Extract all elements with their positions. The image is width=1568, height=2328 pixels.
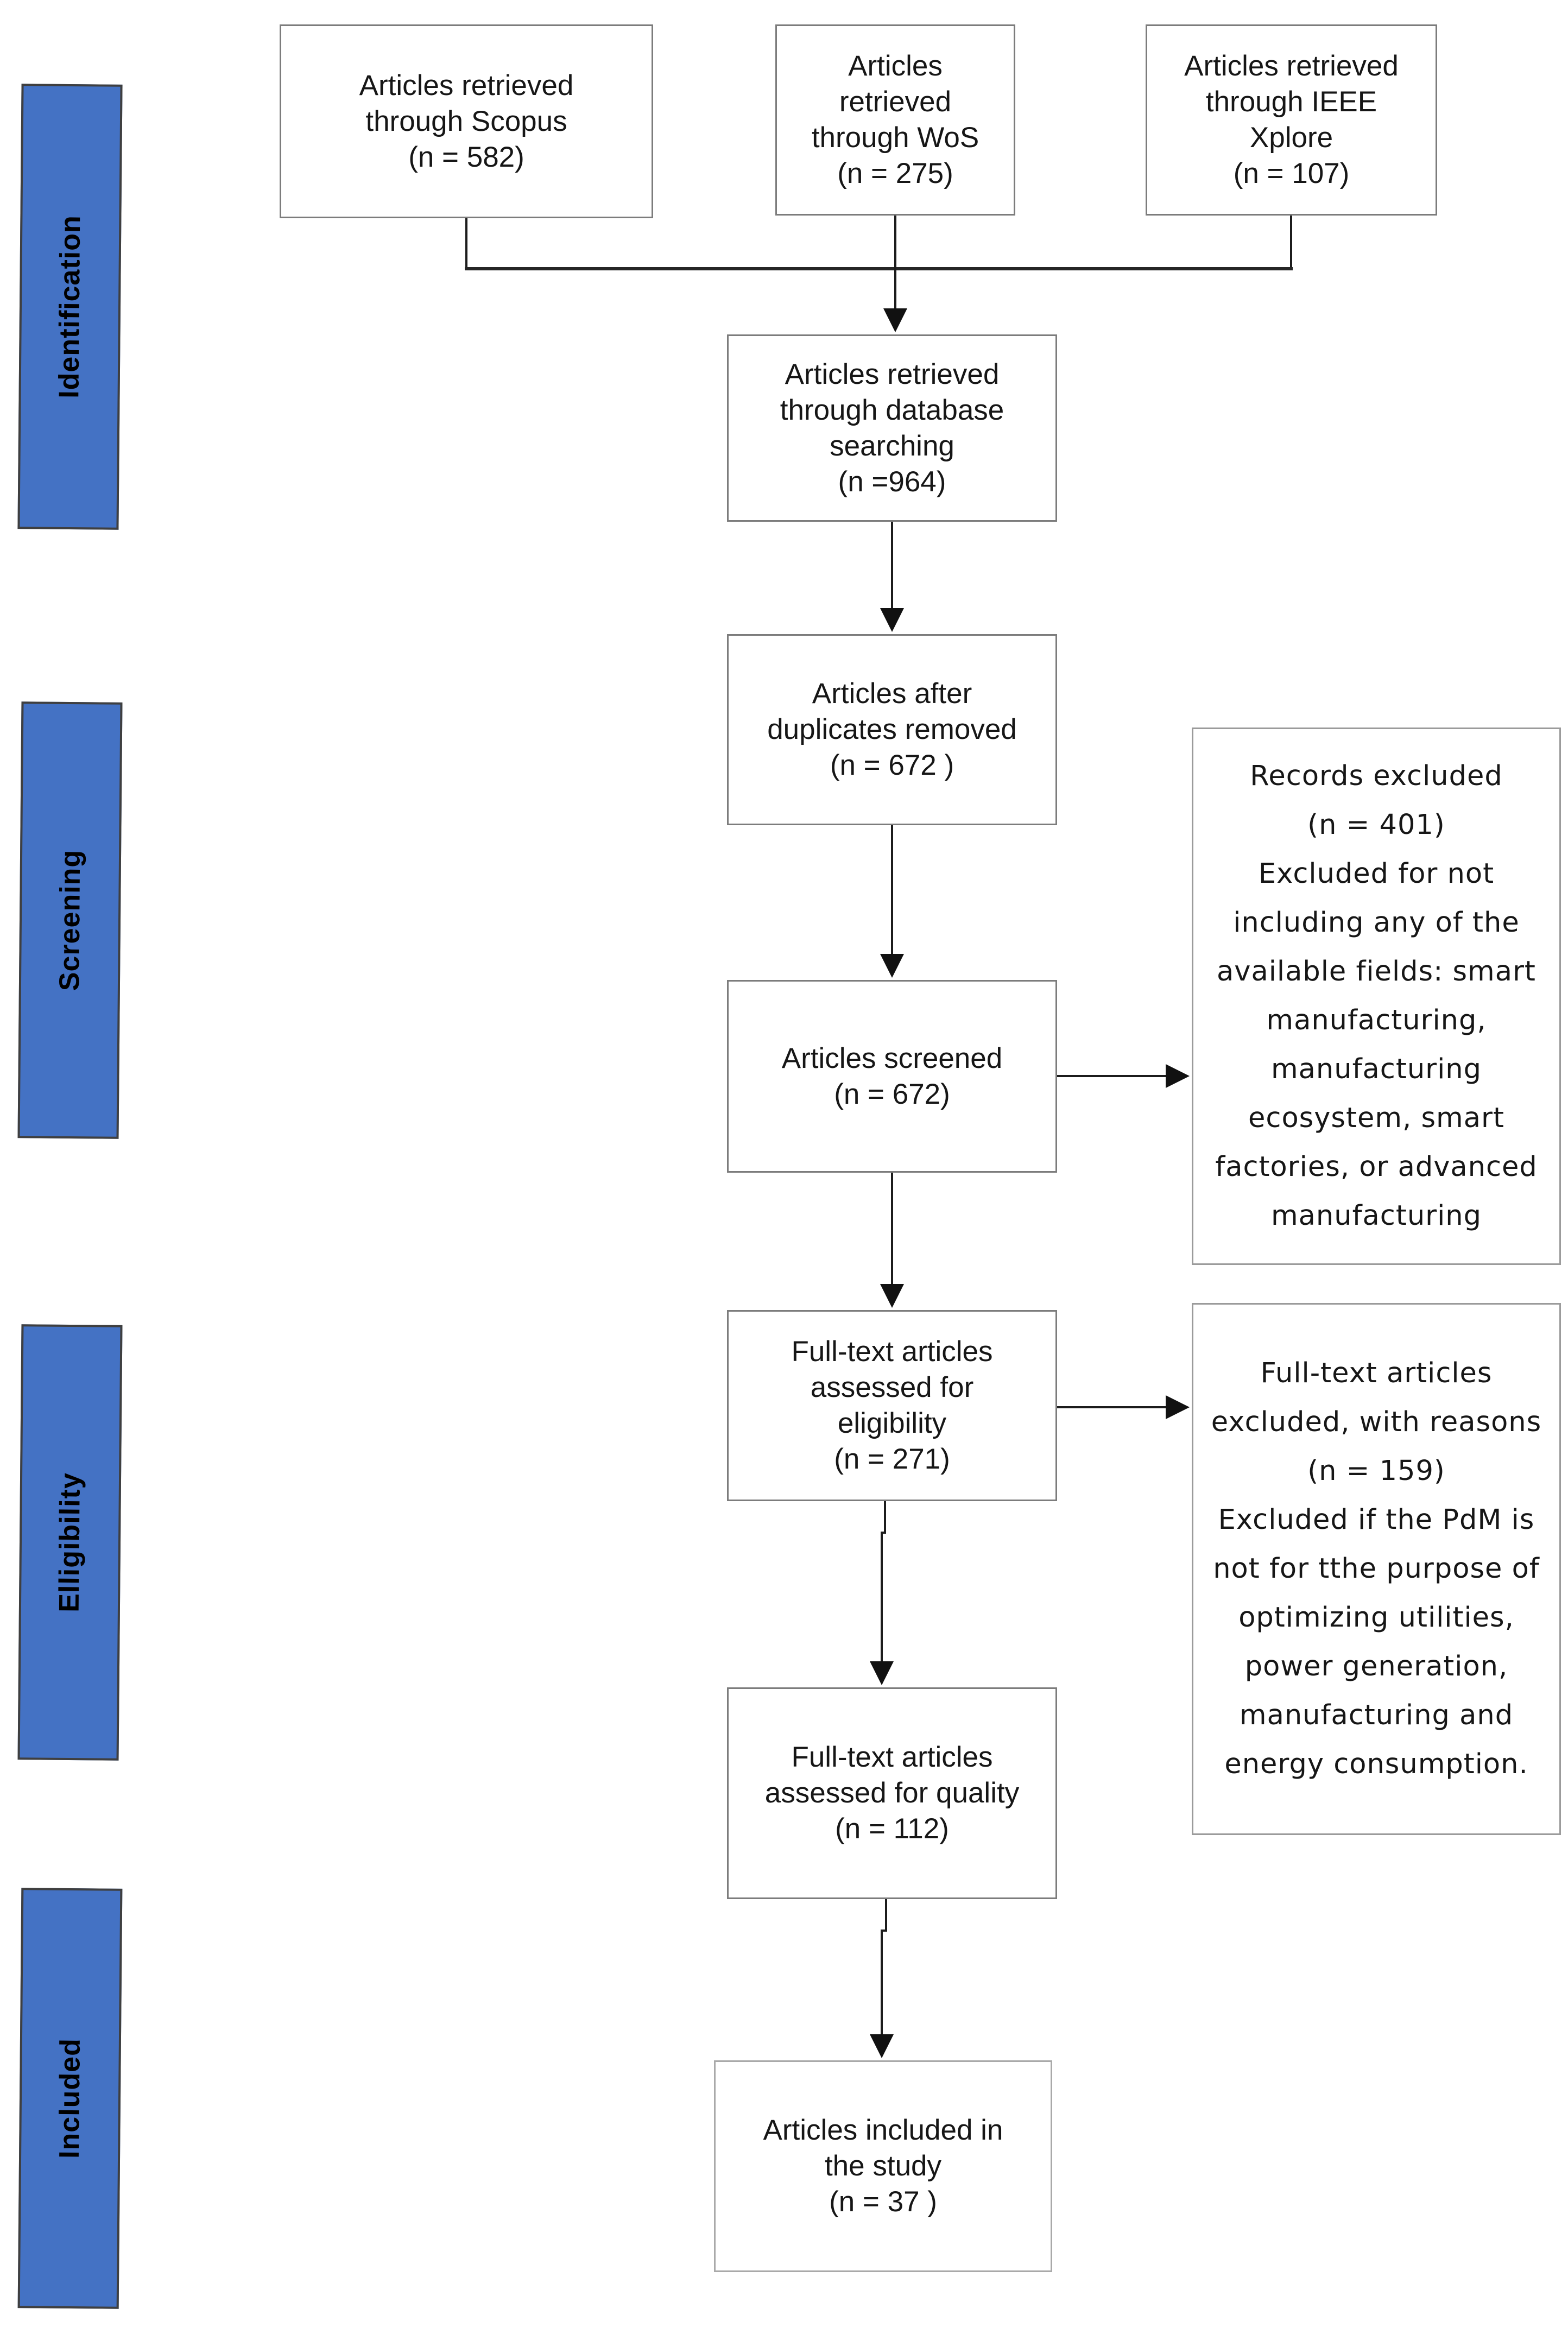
stage-label-identification: Identification <box>53 214 87 399</box>
node-articles-screened: Articles screened (n = 672) <box>727 980 1057 1173</box>
node-wos-label: Articles retrieved through WoS (n = 275) <box>811 50 979 189</box>
stage-bar-identification: Identification <box>17 84 123 530</box>
node-scopus-label: Articles retrieved through Scopus (n = 5… <box>359 69 574 173</box>
node-assessed-eligibility: Full-text articles assessed for eligibil… <box>727 1310 1057 1501</box>
node-wos: Articles retrieved through WoS (n = 275) <box>775 24 1015 216</box>
node-records-excluded-label: Records excluded (n = 401) Excluded for … <box>1215 760 1538 1232</box>
stage-label-elligibility: Elligibility <box>53 1472 87 1613</box>
node-duplicates-removed: Articles after duplicates removed (n = 6… <box>727 634 1057 825</box>
stage-label-included: Included <box>54 2038 86 2159</box>
stage-bar-screening: Screening <box>17 701 123 1139</box>
node-assessed-quality: Full-text articles assessed for quality … <box>727 1687 1057 1899</box>
stage-bar-elligibility: Elligibility <box>17 1324 123 1761</box>
node-database-searching: Articles retrieved through database sear… <box>727 334 1057 522</box>
node-articles-screened-label: Articles screened (n = 672) <box>781 1042 1003 1110</box>
node-fulltext-excluded-label: Full-text articles excluded, with reason… <box>1211 1357 1542 1780</box>
arrowhead-into-database <box>883 308 907 332</box>
node-ieee-xplore: Articles retrieved through IEEE Xplore (… <box>1146 24 1437 216</box>
node-included-study-label: Articles included in the study (n = 37 ) <box>763 2114 1003 2218</box>
node-database-searching-label: Articles retrieved through database sear… <box>780 358 1004 498</box>
node-scopus: Articles retrieved through Scopus (n = 5… <box>280 24 653 218</box>
stage-label-screening: Screening <box>53 849 87 991</box>
node-duplicates-removed-label: Articles after duplicates removed (n = 6… <box>767 678 1017 781</box>
arrowhead-into-eligibility <box>880 1284 904 1308</box>
arrowhead-into-ftexcluded <box>1166 1395 1190 1419</box>
node-ieee-xplore-label: Articles retrieved through IEEE Xplore (… <box>1184 50 1399 189</box>
arrowhead-into-duplicates <box>880 608 904 632</box>
arrowhead-into-included <box>870 2034 894 2058</box>
node-assessed-eligibility-label: Full-text articles assessed for eligibil… <box>791 1336 993 1475</box>
node-assessed-quality-label: Full-text articles assessed for quality … <box>764 1741 1020 1845</box>
node-included-study: Articles included in the study (n = 37 ) <box>714 2060 1052 2272</box>
arrowhead-into-quality <box>870 1661 894 1685</box>
arrowhead-into-records <box>1166 1064 1190 1088</box>
stage-bar-included: Included <box>17 1888 123 2309</box>
node-records-excluded: Records excluded (n = 401) Excluded for … <box>1192 728 1561 1265</box>
arrowhead-into-screened <box>880 954 904 978</box>
connector-eligibility-quality <box>881 1501 886 1663</box>
connector-quality-included <box>881 1899 887 2036</box>
node-fulltext-excluded: Full-text articles excluded, with reason… <box>1192 1303 1561 1835</box>
